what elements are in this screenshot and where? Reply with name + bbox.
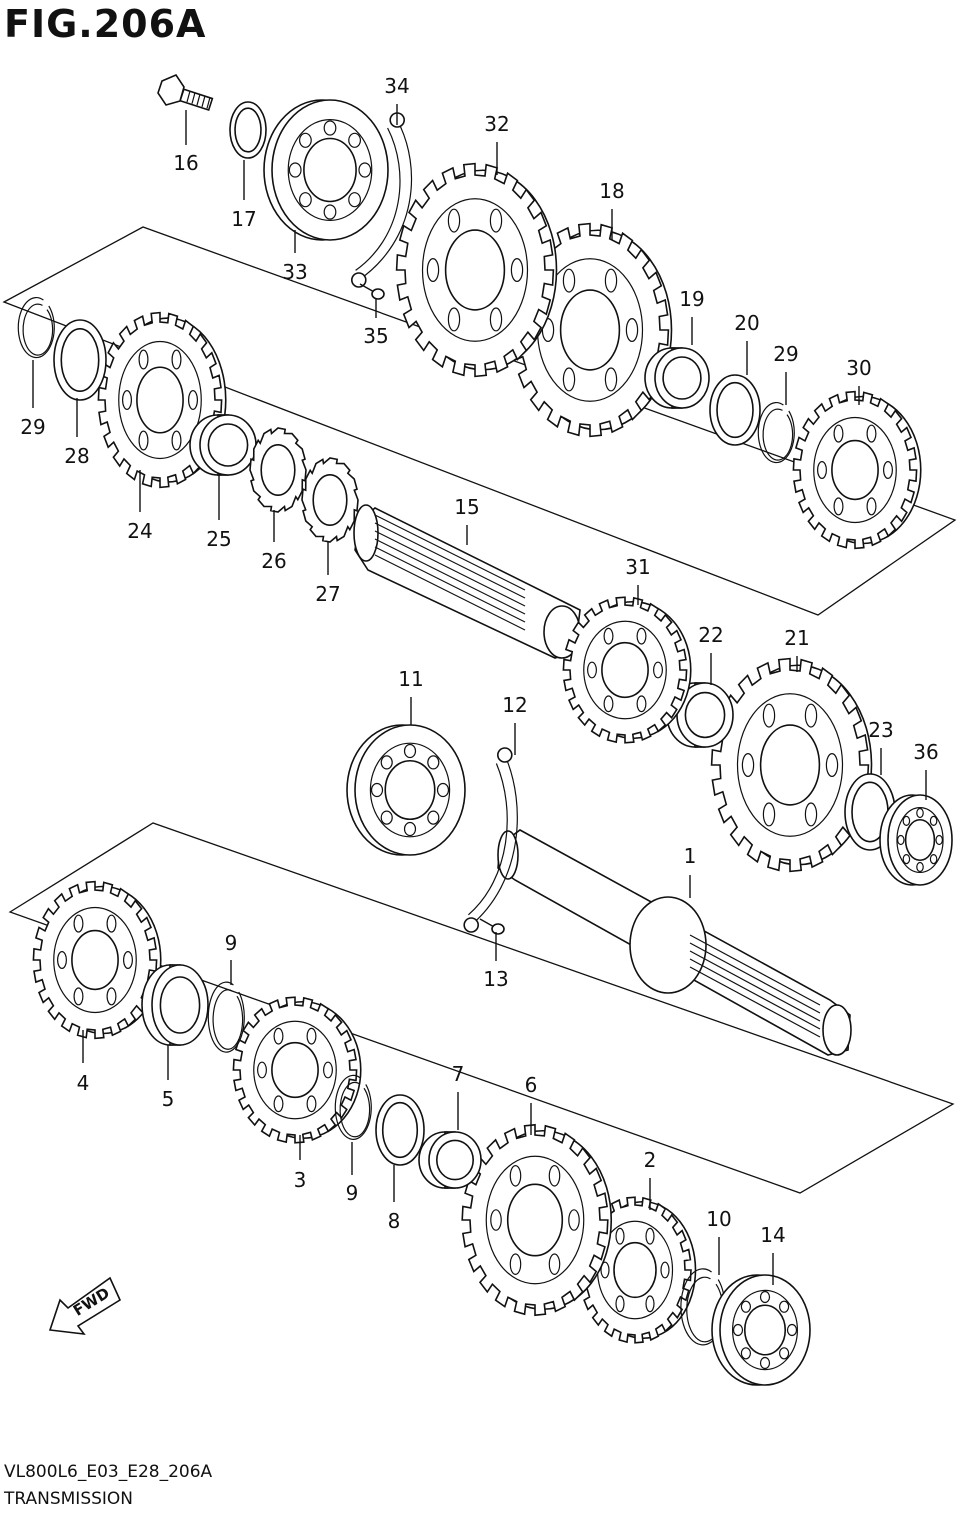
countershaft-assembly-frame bbox=[2, 226, 957, 616]
bolt-icon bbox=[157, 74, 214, 111]
part-number-label: 32 bbox=[484, 112, 509, 136]
washer-icon bbox=[375, 1094, 425, 1166]
bearing-icon bbox=[346, 724, 466, 856]
bushing-icon bbox=[644, 347, 710, 409]
part-number-label: 9 bbox=[346, 1181, 359, 1205]
part-number-label: 28 bbox=[64, 444, 89, 468]
part-number-label: 12 bbox=[502, 693, 527, 717]
part-number-label: 26 bbox=[261, 549, 286, 573]
part-number-label: 31 bbox=[625, 555, 650, 579]
part-number-label: 5 bbox=[162, 1087, 175, 1111]
part-number-label: 9 bbox=[225, 931, 238, 955]
part-number-label: 17 bbox=[231, 207, 256, 231]
part-number-label: 30 bbox=[846, 356, 871, 380]
bearing-icon bbox=[711, 1274, 811, 1386]
part-number-label: 29 bbox=[773, 342, 798, 366]
part-number-label: 33 bbox=[282, 260, 307, 284]
part-number-label: 10 bbox=[706, 1207, 731, 1231]
screw-icon bbox=[359, 283, 385, 300]
fwd-arrow-icon: FWD bbox=[48, 1276, 122, 1336]
diagram-code: VL800L6_E03_E28_206A bbox=[4, 1462, 213, 1482]
part-number-label: 22 bbox=[698, 623, 723, 647]
gear-icon bbox=[32, 880, 162, 1040]
part-number-label: 1 bbox=[684, 844, 697, 868]
circlip-icon bbox=[334, 1074, 372, 1140]
part-number-label: 35 bbox=[363, 324, 388, 348]
gear-icon bbox=[461, 1123, 613, 1317]
part-number-label: 24 bbox=[127, 519, 152, 543]
part-number-label: 13 bbox=[483, 967, 508, 991]
bushing-icon bbox=[189, 414, 257, 476]
part-number-label: 8 bbox=[388, 1209, 401, 1233]
gear-icon bbox=[792, 390, 922, 550]
part-number-label: 14 bbox=[760, 1223, 785, 1247]
part-number-label: 6 bbox=[525, 1073, 538, 1097]
diagram-name: TRANSMISSION bbox=[4, 1489, 134, 1509]
part-number-label: 23 bbox=[868, 718, 893, 742]
circlip-icon bbox=[207, 981, 245, 1053]
bearing-icon bbox=[879, 794, 953, 886]
part-number-label: 7 bbox=[452, 1062, 465, 1086]
part-number-label: 27 bbox=[315, 582, 340, 606]
bushing-icon bbox=[141, 964, 209, 1046]
figure-title: FIG.206A bbox=[4, 2, 207, 46]
lock-washer-icon bbox=[301, 457, 359, 543]
washer-icon bbox=[53, 319, 107, 401]
part-number-label: 3 bbox=[294, 1168, 307, 1192]
part-number-label: 29 bbox=[20, 415, 45, 439]
part-number-label: 21 bbox=[784, 626, 809, 650]
part-number-label: 4 bbox=[77, 1071, 90, 1095]
part-number-label: 18 bbox=[599, 179, 624, 203]
gear-icon bbox=[710, 657, 873, 873]
gear-icon bbox=[562, 596, 692, 744]
gear-icon bbox=[232, 996, 362, 1144]
screw-icon bbox=[479, 918, 505, 935]
part-number-label: 19 bbox=[679, 287, 704, 311]
part-number-label: 36 bbox=[913, 740, 938, 764]
circlip-icon bbox=[757, 401, 795, 464]
driveshaft-assembly-frame bbox=[8, 822, 955, 1194]
output-shaft-icon bbox=[497, 829, 852, 1056]
part-number-label: 34 bbox=[384, 74, 409, 98]
lock-washer-icon bbox=[249, 427, 307, 513]
circlip-icon bbox=[17, 296, 55, 359]
gear-icon bbox=[395, 162, 558, 378]
bushing-icon bbox=[418, 1131, 482, 1189]
bearing-retainer-icon bbox=[350, 112, 413, 288]
part-number-label: 25 bbox=[206, 527, 231, 551]
bearing-retainer-icon bbox=[463, 747, 518, 933]
part-number-label: 20 bbox=[734, 311, 759, 335]
washer-icon bbox=[229, 101, 267, 159]
washer-icon bbox=[709, 374, 761, 446]
part-number-label: 11 bbox=[398, 667, 423, 691]
part-number-label: 2 bbox=[644, 1148, 657, 1172]
part-number-label: 15 bbox=[454, 495, 479, 519]
bearing-icon bbox=[263, 99, 389, 241]
part-number-label: 16 bbox=[173, 151, 198, 175]
